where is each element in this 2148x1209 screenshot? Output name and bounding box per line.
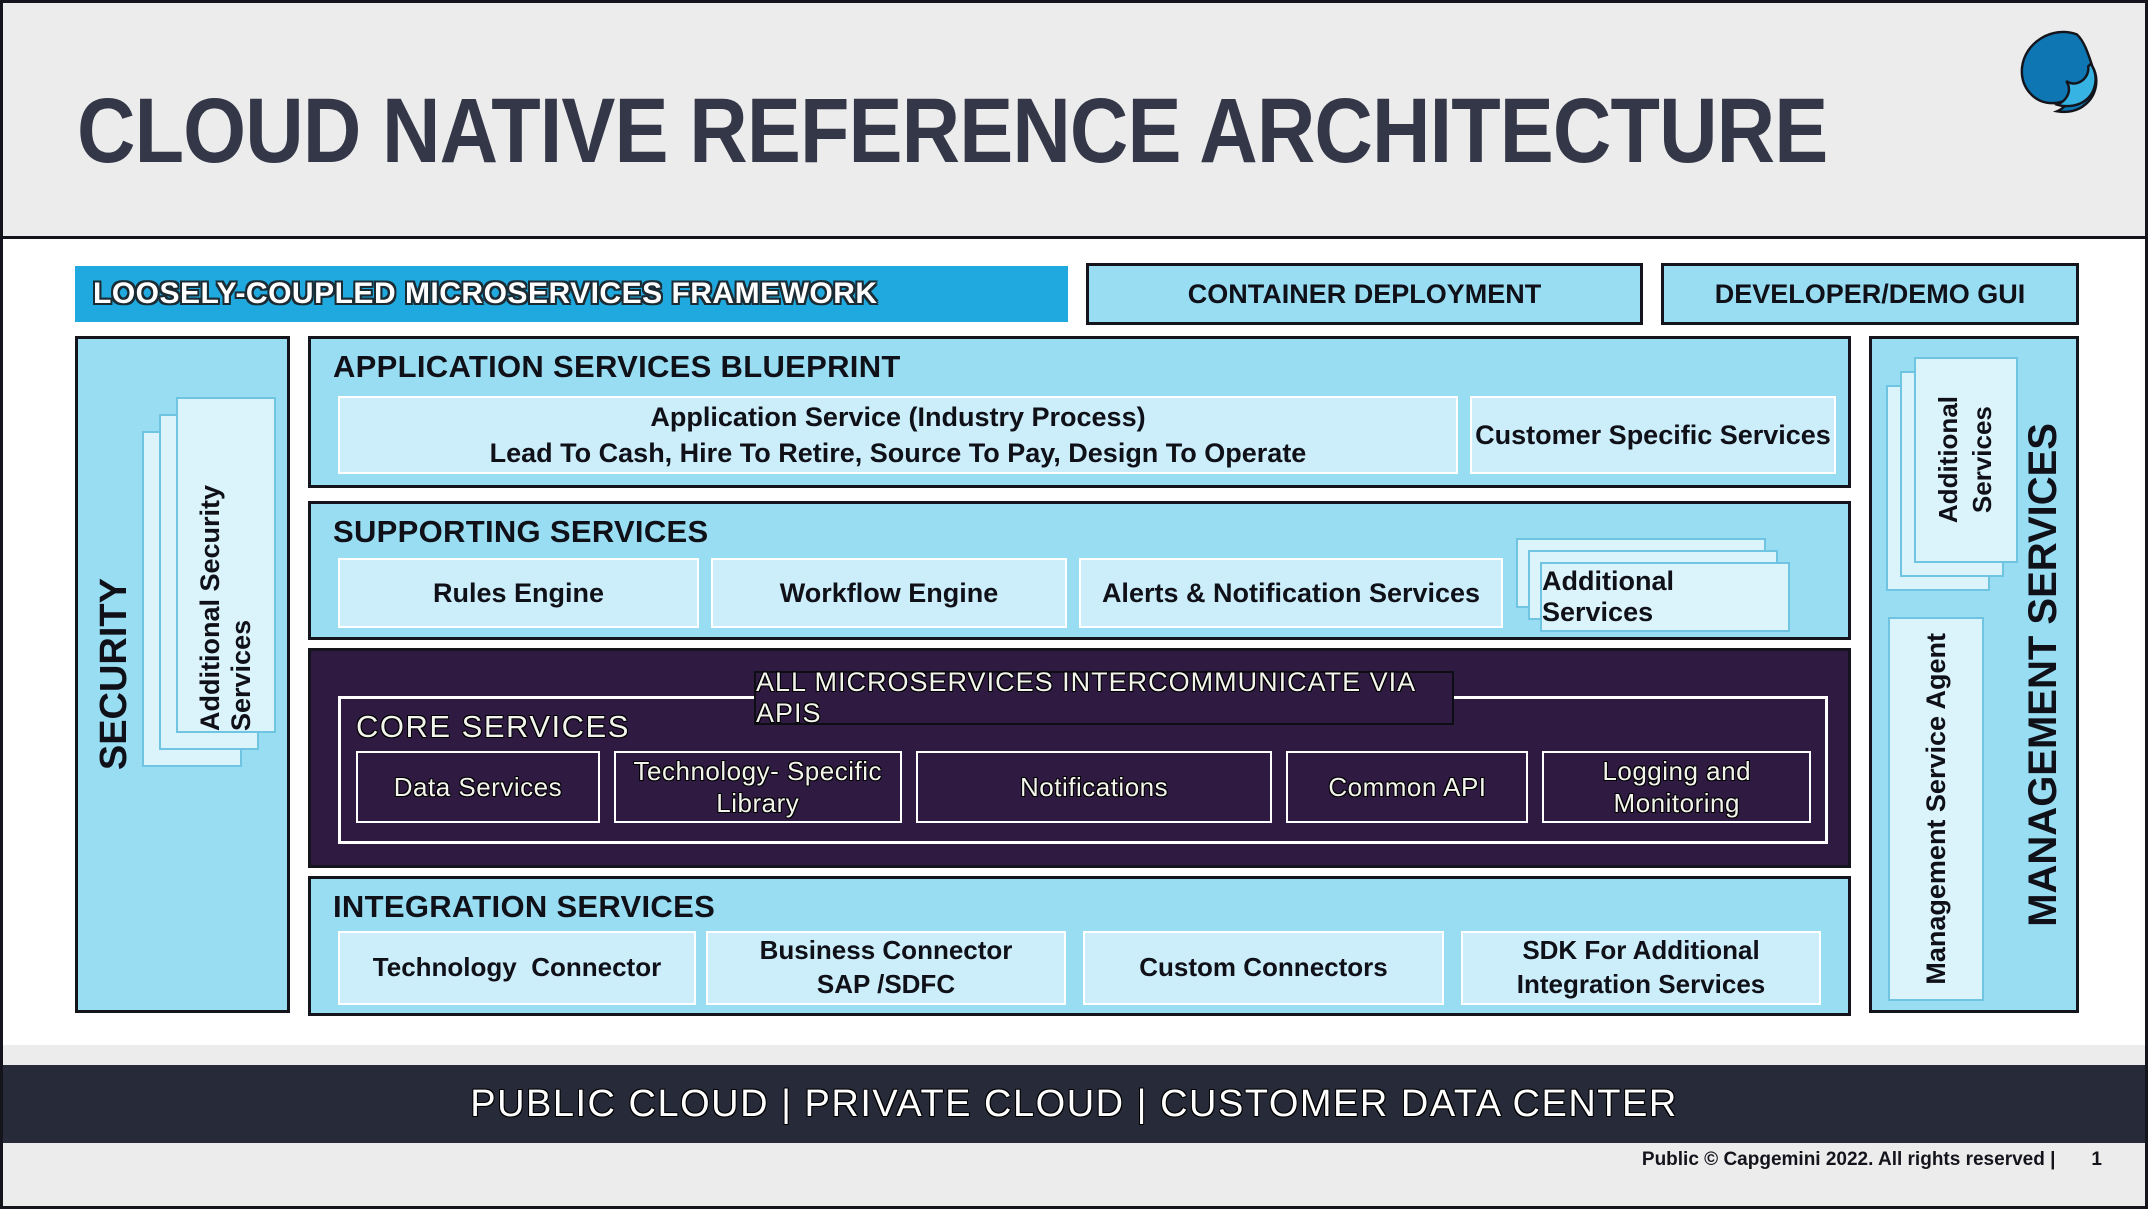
workflow-engine-box: Workflow Engine: [711, 558, 1067, 628]
page-title: CLOUD NATIVE REFERENCE ARCHITECTURE: [77, 80, 1828, 182]
application-service-line2: Lead To Cash, Hire To Retire, Source To …: [489, 438, 1307, 468]
developer-demo-gui-box: DEVELOPER/DEMO GUI: [1661, 263, 2079, 325]
technology-connector-box: Technology Connector: [338, 931, 696, 1005]
framework-header-label: LOOSELY-COUPLED MICROSERVICES FRAMEWORK: [93, 277, 878, 310]
microservices-api-banner-label: ALL MICROSERVICES INTERCOMMUNICATE VIA A…: [756, 667, 1415, 728]
workflow-engine-label: Workflow Engine: [779, 577, 999, 608]
capgemini-spade-logo-icon: [2013, 29, 2103, 120]
supporting-services-panel: SUPPORTING SERVICES Rules Engine Workflo…: [308, 501, 1851, 640]
container-deployment-label: CONTAINER DEPLOYMENT: [1187, 278, 1542, 309]
rules-engine-box: Rules Engine: [338, 558, 699, 628]
security-panel: SECURITY Additional Security Services: [75, 336, 290, 1013]
stack-card-front: Additional Security Services: [176, 397, 276, 733]
additional-services-label: Additional Services: [1542, 566, 1674, 627]
cloud-footer-bar: PUBLIC CLOUD | PRIVATE CLOUD | CUSTOMER …: [3, 1065, 2145, 1143]
security-label-wrap: SECURITY: [84, 339, 144, 1010]
copyright-text: Public © Capgemini 2022. All rights rese…: [1641, 1149, 2056, 1170]
core-services-section: CORE SERVICES ALL MICROSERVICES INTERCOM…: [308, 648, 1851, 868]
application-services-blueprint-title: APPLICATION SERVICES BLUEPRINT: [333, 349, 901, 384]
additional-services-stack-management: Additional Services: [1886, 357, 2022, 597]
management-services-label: MANAGEMENT SERVICES: [2020, 422, 2065, 927]
page-number: 1: [2091, 1149, 2102, 1170]
additional-security-services-label: Additional Security Services: [195, 484, 256, 731]
management-services-panel: Additional Services Management Service A…: [1869, 336, 2079, 1013]
alerts-notification-services-label: Alerts & Notification Services: [1101, 577, 1481, 608]
supporting-services-title: SUPPORTING SERVICES: [333, 514, 709, 549]
application-service-line1: Application Service (Industry Process): [650, 401, 1146, 432]
notifications-box: Notifications: [915, 751, 1273, 823]
business-connector-box: Business Connector SAP /SDFC: [706, 931, 1066, 1005]
microservices-api-banner: ALL MICROSERVICES INTERCOMMUNICATE VIA A…: [754, 667, 1454, 728]
core-services-title: CORE SERVICES: [356, 709, 630, 744]
cloud-footer-label: PUBLIC CLOUD | PRIVATE CLOUD | CUSTOMER …: [470, 1082, 1678, 1125]
management-service-agent-card: Management Service Agent: [1888, 617, 1984, 1001]
customer-specific-services-box: Customer Specific Services: [1470, 396, 1836, 474]
developer-demo-gui-label: DEVELOPER/DEMO GUI: [1714, 278, 2026, 309]
rules-engine-label: Rules Engine: [432, 577, 605, 608]
alerts-notification-services-box: Alerts & Notification Services: [1079, 558, 1503, 628]
slide-header: CLOUD NATIVE REFERENCE ARCHITECTURE: [3, 3, 2145, 239]
stack-card-front: Additional Services: [1540, 562, 1790, 632]
application-services-blueprint-panel: APPLICATION SERVICES BLUEPRINT Applicati…: [308, 336, 1851, 488]
custom-connectors-box: Custom Connectors: [1083, 931, 1444, 1005]
technology-specific-library-box: Technology- Specific Library: [613, 751, 902, 823]
framework-header-bar: LOOSELY-COUPLED MICROSERVICES FRAMEWORK: [75, 266, 1068, 322]
additional-services-stack: Additional Services: [1516, 538, 1802, 638]
management-services-label-wrap: MANAGEMENT SERVICES: [2012, 339, 2074, 1010]
common-api-box: Common API: [1286, 751, 1529, 823]
integration-services-panel: INTEGRATION SERVICES Technology Connecto…: [308, 876, 1851, 1016]
slide-footer: Public © Capgemini 2022. All rights rese…: [1642, 1149, 2102, 1171]
core-services-row: Data Services Technology- Specific Libra…: [356, 751, 1811, 823]
integration-services-title: INTEGRATION SERVICES: [333, 889, 716, 924]
management-service-agent-label: Management Service Agent: [1920, 633, 1951, 985]
stack-card-front: Additional Services: [1914, 357, 2018, 563]
sdk-integration-services-box: SDK For Additional Integration Services: [1461, 931, 1821, 1005]
security-label: SECURITY: [92, 578, 135, 771]
customer-specific-services-label: Customer Specific Services: [1475, 419, 1831, 450]
additional-services-label: Additional Services: [1933, 396, 1997, 524]
container-deployment-box: CONTAINER DEPLOYMENT: [1086, 263, 1643, 325]
application-service-box: Application Service (Industry Process) L…: [338, 396, 1458, 474]
data-services-box: Data Services: [356, 751, 600, 823]
logging-monitoring-box: Logging and Monitoring: [1542, 751, 1811, 823]
additional-security-services-stack: Additional Security Services: [142, 397, 282, 777]
